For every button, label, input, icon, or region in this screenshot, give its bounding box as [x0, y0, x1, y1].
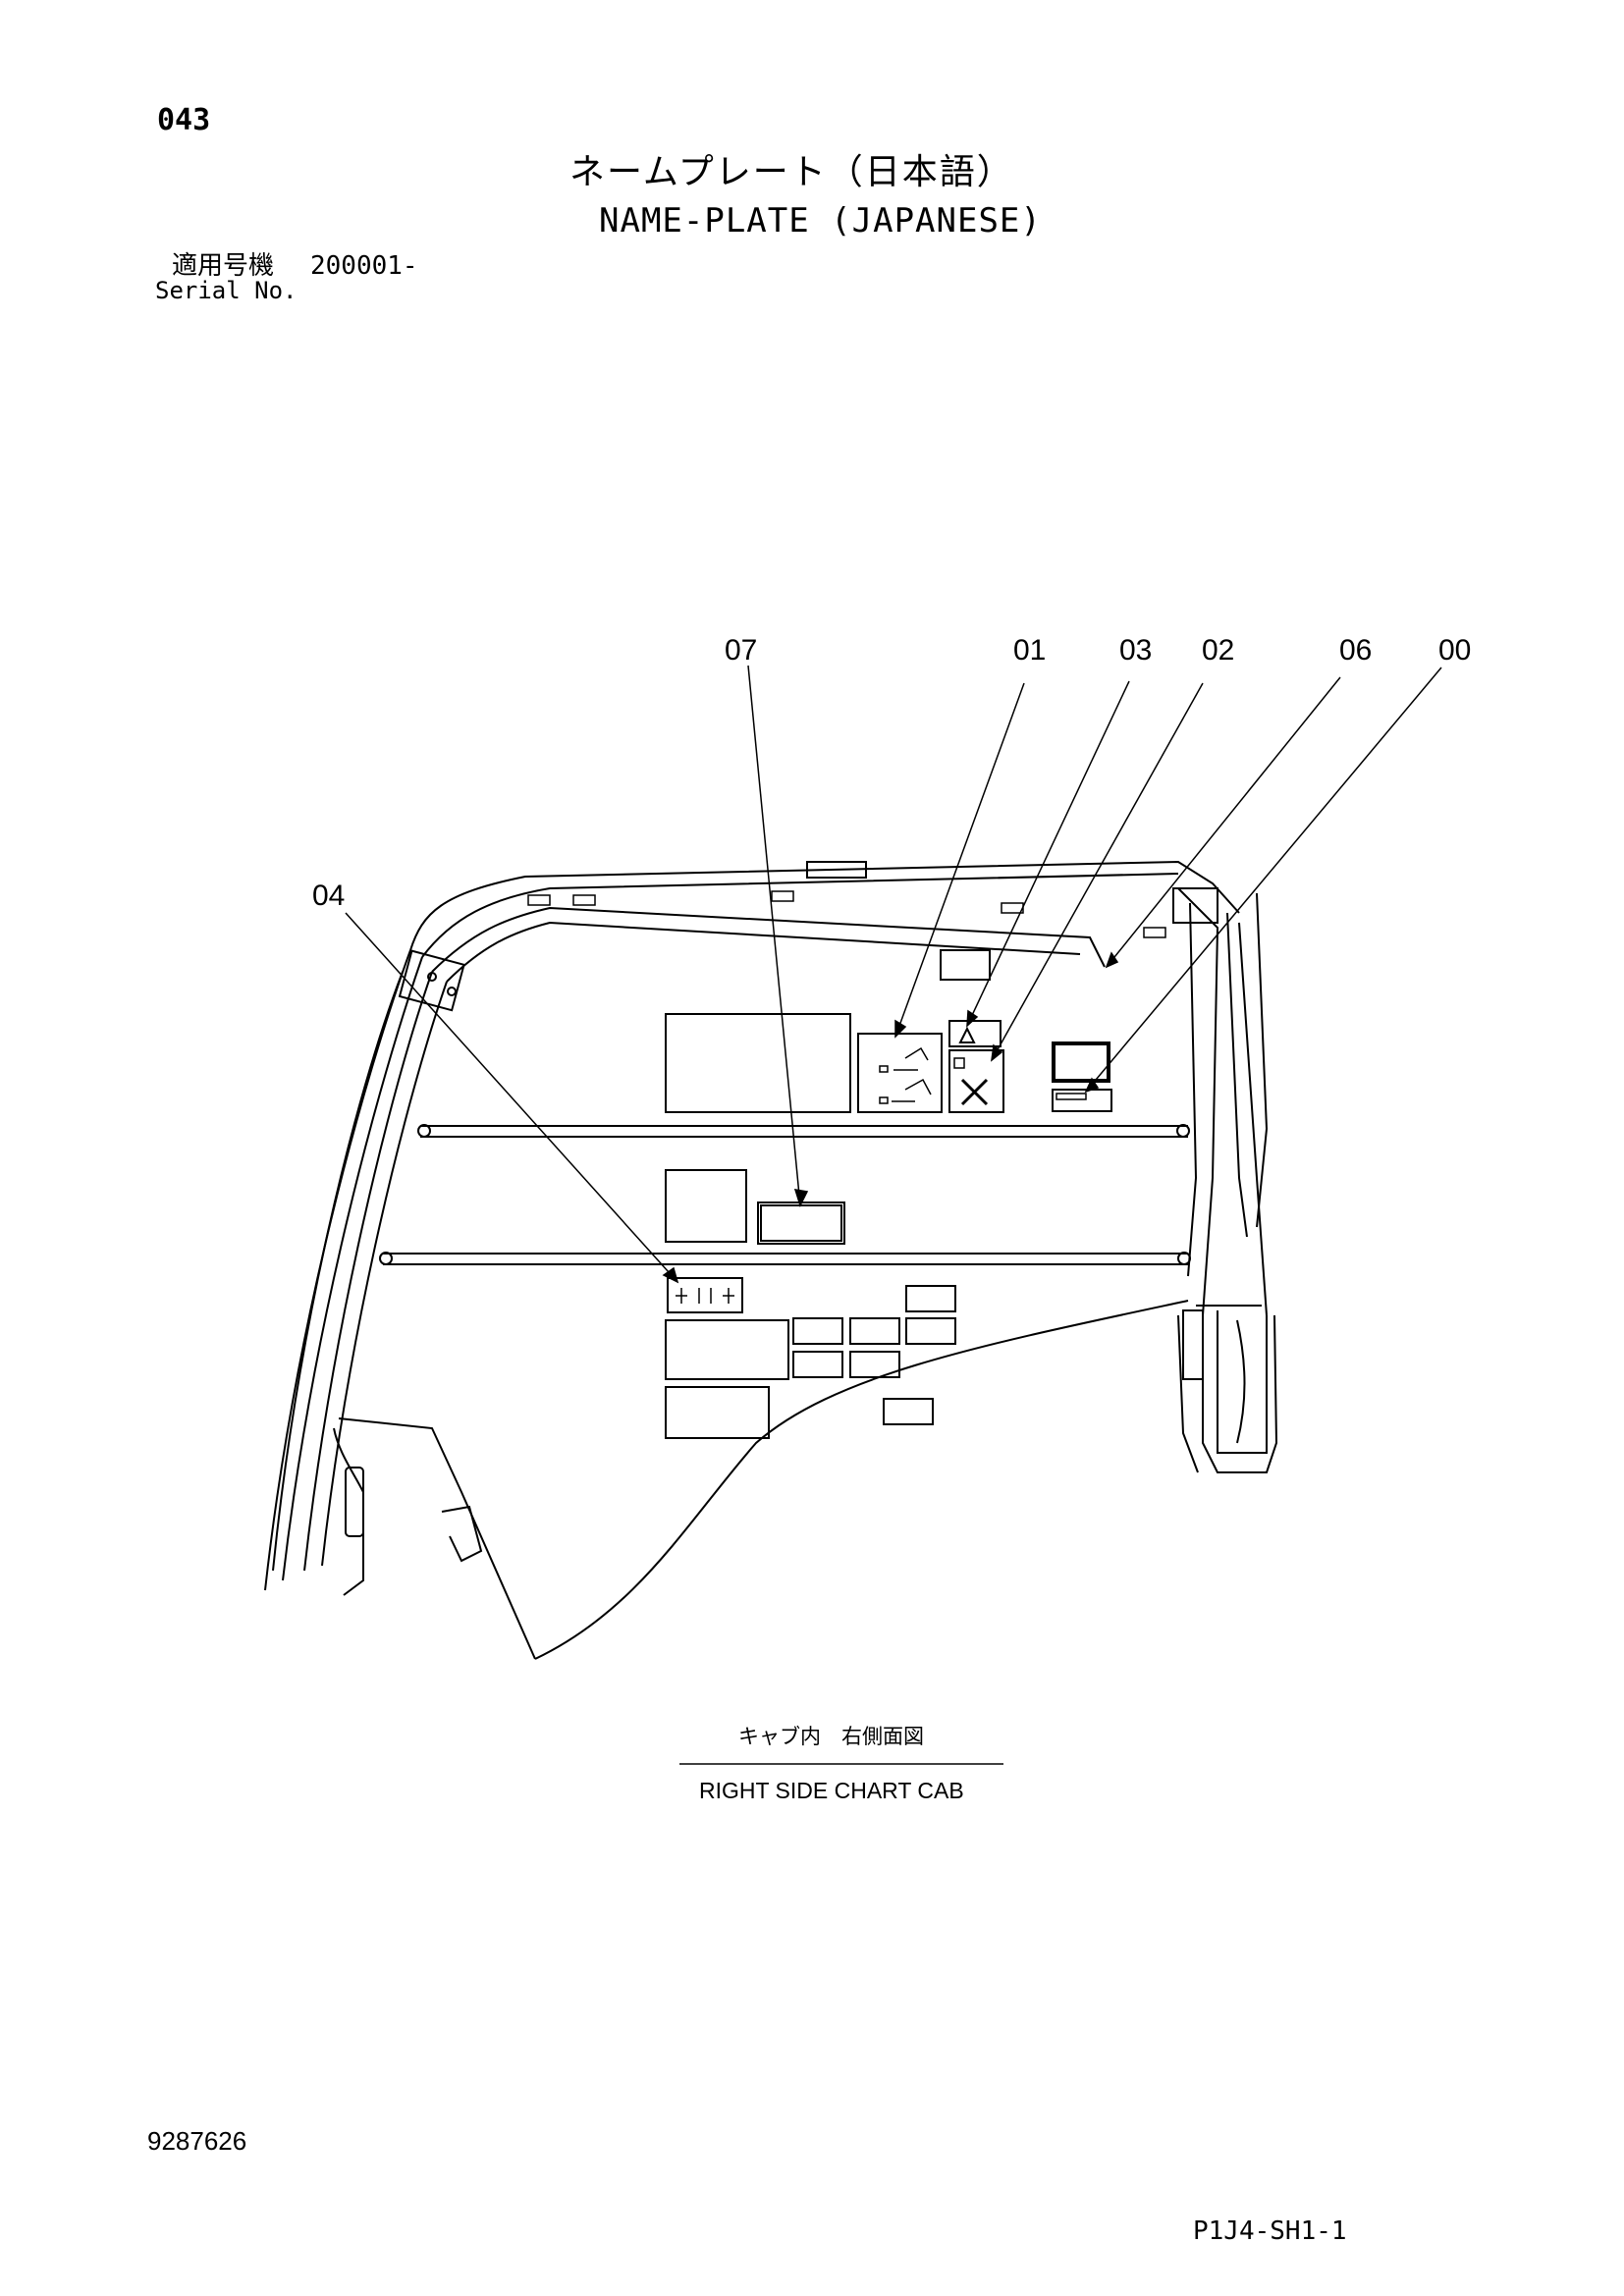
front-pillar — [264, 949, 465, 1591]
decal-04 — [667, 1277, 743, 1313]
document-number: 9287626 — [147, 2126, 247, 2156]
callout-04: 04 — [312, 880, 345, 912]
callout-00: 00 — [1438, 634, 1471, 667]
decal-03 — [948, 1020, 1001, 1047]
cross-bars — [379, 1124, 1191, 1265]
leader-lines — [345, 665, 1442, 1284]
decal-06 — [1052, 1041, 1110, 1083]
serial-range: 200001- — [310, 251, 418, 281]
diagram-caption: キャブ内 右側面図 RIGHT SIDE CHART CAB — [679, 1725, 1003, 1803]
page-number: 043 — [157, 103, 211, 137]
title-english: NAME-PLATE (JAPANESE) — [599, 201, 1042, 240]
callout-03: 03 — [1119, 634, 1152, 667]
caption-english: RIGHT SIDE CHART CAB — [699, 1778, 964, 1803]
cab-roof-frame — [409, 860, 1240, 983]
label-panels — [665, 949, 991, 1439]
callout-06: 06 — [1339, 634, 1372, 667]
callout-07: 07 — [725, 634, 757, 667]
decal-07 — [757, 1201, 845, 1245]
rear-pillar — [1177, 887, 1278, 1473]
callout-02: 02 — [1202, 634, 1234, 667]
serial-label-english: Serial No. — [155, 277, 298, 304]
title-japanese: ネームプレート（日本語） — [569, 152, 1014, 192]
roof-slots — [527, 890, 1166, 938]
callout-labels: 07 01 03 02 06 00 04 — [312, 634, 1471, 912]
decal-01 — [857, 1033, 943, 1113]
caption-japanese: キャブ内 右側面図 — [738, 1725, 924, 1748]
serial-label-japanese: 適用号機 — [172, 251, 275, 281]
decal-02 — [948, 1049, 1004, 1113]
sheet-code: P1J4-SH1-1 — [1193, 2216, 1347, 2246]
callout-01: 01 — [1013, 634, 1046, 667]
decal-00 — [1052, 1089, 1112, 1112]
side-console — [333, 1300, 1189, 1660]
